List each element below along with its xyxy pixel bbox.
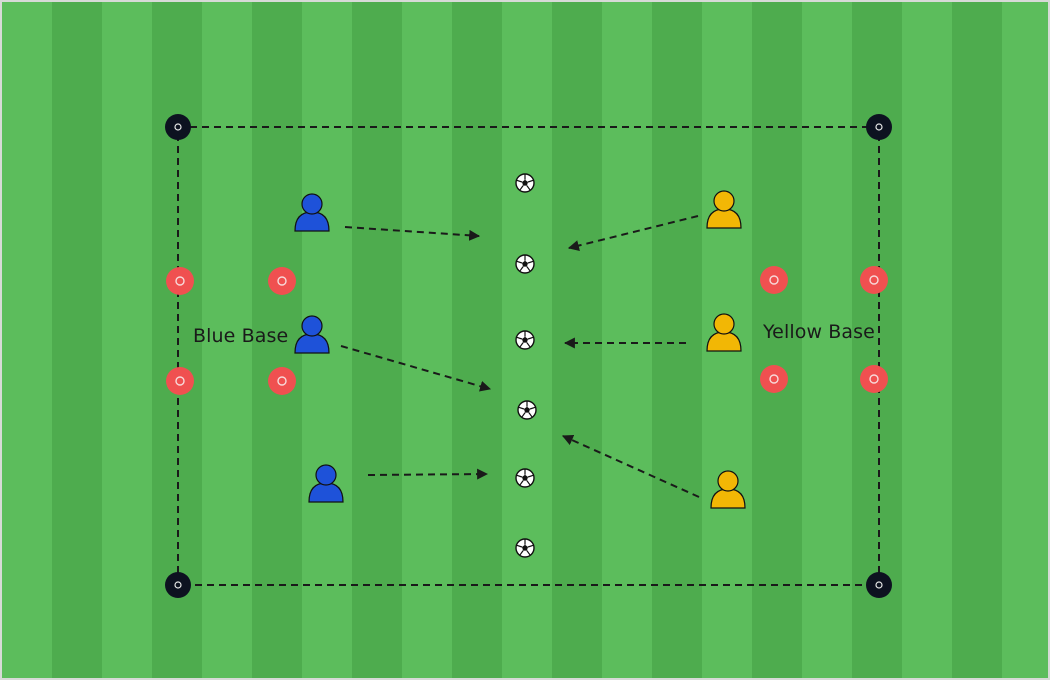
soccer-ball-icon (515, 173, 535, 193)
person-icon (308, 464, 344, 503)
flat-disc-cone-icon (166, 267, 194, 295)
movement-arrow (344, 226, 481, 241)
grass-stripe (952, 2, 1002, 678)
person-icon (710, 470, 746, 509)
grass-stripe (552, 2, 602, 678)
players (294, 190, 746, 509)
grass-stripes (52, 2, 1002, 678)
person-icon (706, 313, 742, 352)
movement-arrow (367, 468, 489, 480)
flat-disc-cone-icon (760, 365, 788, 393)
soccer-ball-icon (515, 254, 535, 274)
red-cones (166, 266, 888, 395)
flat-disc-cone-icon (268, 267, 296, 295)
corner-marker-icon (866, 114, 892, 140)
soccer-ball-icon (515, 538, 535, 558)
grass-stripe (52, 2, 102, 678)
grass-stripe (352, 2, 402, 678)
blue-base-label: Blue Base (193, 325, 289, 347)
yellow-base-label: Yellow Base (763, 321, 875, 343)
corner-markers (165, 114, 892, 598)
area-boundary (177, 126, 880, 586)
soccer-ball-icon (515, 468, 535, 488)
flat-disc-cone-icon (760, 266, 788, 294)
person-icon (706, 190, 742, 229)
corner-marker-icon (165, 114, 191, 140)
corner-marker-icon (866, 572, 892, 598)
flat-disc-cone-icon (268, 367, 296, 395)
movement-arrows (340, 215, 700, 498)
soccer-ball-icon (515, 330, 535, 350)
person-icon (294, 315, 330, 354)
movement-arrow (561, 435, 700, 498)
grass-stripe (452, 2, 502, 678)
grass-stripe (752, 2, 802, 678)
movement-arrow (340, 345, 492, 392)
grass-stripe (252, 2, 302, 678)
flat-disc-cone-icon (860, 266, 888, 294)
movement-arrow (567, 215, 699, 251)
soccer-ball-icon (517, 400, 537, 420)
corner-marker-icon (165, 572, 191, 598)
person-icon (294, 193, 330, 232)
flat-disc-cone-icon (166, 367, 194, 395)
grass-stripe (652, 2, 702, 678)
flat-disc-cone-icon (860, 365, 888, 393)
